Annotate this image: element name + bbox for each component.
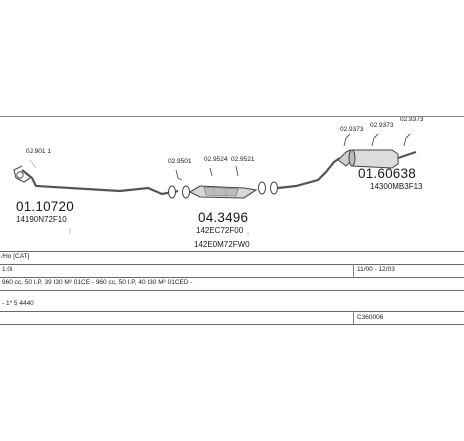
part-1-ref: 14190N72F10 bbox=[16, 215, 67, 224]
table-header-text: ∕Ho [CAT] bbox=[2, 253, 30, 260]
table-line-3 bbox=[0, 290, 464, 291]
diagram-top-border bbox=[0, 116, 464, 117]
hangers bbox=[175, 133, 411, 181]
model-variant: 1.0i bbox=[2, 266, 13, 273]
leader-ticks bbox=[29, 159, 249, 236]
part-3-hanger-3: 02.9373 bbox=[400, 116, 424, 123]
catalogue-code: C360006 bbox=[357, 314, 384, 321]
engine-spec: 960 cc, 50 I.P, 39 I30 M² 01CE - 960 cc,… bbox=[2, 279, 193, 286]
part-1-small-label: 0J.901 1 bbox=[26, 148, 51, 155]
table-line-1 bbox=[0, 264, 464, 265]
table-line-bottom bbox=[0, 324, 464, 325]
part-3-hanger-2: 02.9373 bbox=[370, 122, 394, 129]
connector-rings bbox=[168, 181, 278, 199]
rear-silencer-drawing bbox=[337, 149, 417, 169]
part-2-ref-1: 142EC72F00 bbox=[196, 226, 244, 235]
chassis-code: - 1* 5 4440 bbox=[2, 300, 34, 307]
catalytic-converter-drawing bbox=[188, 185, 258, 199]
table-line-4 bbox=[0, 311, 464, 312]
part-3-ref: 14300MB3F13 bbox=[370, 182, 423, 191]
table-divider-2 bbox=[353, 311, 354, 324]
part-3-code: 01.60638 bbox=[358, 166, 416, 181]
part-3-hanger-1: 02.9373 bbox=[340, 126, 364, 133]
part-2-clamp-1: 02.9501 bbox=[168, 158, 192, 165]
part-2-clamp-3: 02.9521 bbox=[231, 156, 255, 163]
part-2-code: 04.3496 bbox=[198, 210, 249, 225]
production-dates: 11/00 - 12/03 bbox=[357, 266, 395, 273]
front-pipe-drawing bbox=[13, 165, 179, 196]
rear-pipe-drawing bbox=[277, 157, 341, 190]
part-2-clamp-2: 02.9524 bbox=[204, 156, 228, 163]
table-line-2 bbox=[0, 277, 464, 278]
part-1-code: 01.10720 bbox=[16, 199, 74, 214]
table-line-top bbox=[0, 251, 464, 252]
table-divider-1 bbox=[353, 264, 354, 277]
part-2-ref-2: 142E0M72FW0 bbox=[194, 240, 250, 249]
